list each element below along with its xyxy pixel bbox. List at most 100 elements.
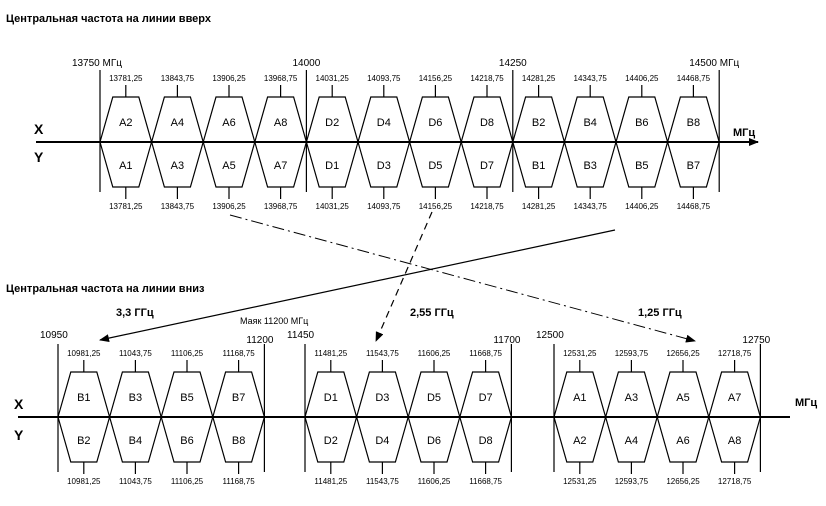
x-channel-label: D4 [377,117,391,129]
beacon-label: Маяк 11200 МГц [240,316,308,326]
x-channel-label: D3 [375,392,389,404]
y-channel-label: A8 [728,435,741,447]
y-channel-label: B8 [232,435,245,447]
downlink-unit-label: МГц [795,397,817,409]
y-center-frequency: 11106,25 [171,477,204,486]
y-channel-label: A7 [274,160,287,172]
x-channel-label: D2 [325,117,339,129]
x-channel-label: D5 [427,392,441,404]
y-channel-label: D8 [479,435,493,447]
downlink-x-polarization-label: X [14,396,24,412]
x-center-frequency: 14281,25 [522,74,556,83]
y-channel-label: B2 [77,435,90,447]
y-center-frequency: 14281,25 [522,202,556,211]
downlink-title: Центральная частота на линии вниз [6,283,205,295]
y-center-frequency: 14218,75 [470,202,504,211]
x-channel-label: D7 [479,392,493,404]
y-center-frequency: 13968,75 [264,202,298,211]
x-channel-label: A8 [274,117,287,129]
x-center-frequency: 13781,25 [109,74,143,83]
downlink-band-edge-label: 11700 [493,335,521,346]
x-center-frequency: 11668,75 [469,349,502,358]
y-center-frequency: 11481,25 [314,477,347,486]
y-channel-label: A4 [625,435,638,447]
y-center-frequency: 13906,25 [212,202,246,211]
x-center-frequency: 14156,25 [419,74,453,83]
x-channel-label: B4 [583,117,596,129]
y-channel-label: D7 [480,160,494,172]
x-center-frequency: 10981,25 [67,349,101,358]
y-channel-label: A5 [222,160,235,172]
x-channel-label: B3 [129,392,142,404]
y-center-frequency: 11543,75 [366,477,399,486]
d-translation-arrow [375,211,433,342]
y-center-frequency: 14031,25 [316,202,350,211]
x-center-frequency: 14031,25 [316,74,350,83]
y-center-frequency: 11043,75 [119,477,152,486]
x-channel-label: B2 [532,117,545,129]
y-channel-label: D4 [375,435,389,447]
x-channel-label: B7 [232,392,245,404]
y-channel-label: D3 [377,160,391,172]
x-channel-label: A3 [625,392,638,404]
y-center-frequency: 12656,25 [666,477,700,486]
downlink-band-edge-label: 12500 [536,330,564,341]
x-center-frequency: 12593,75 [615,349,649,358]
x-center-frequency: 11481,25 [314,349,347,358]
y-center-frequency: 12718,75 [718,477,752,486]
x-channel-label: B8 [687,117,700,129]
b-translation-arrow [99,229,616,343]
x-center-frequency: 13968,75 [264,74,298,83]
y-center-frequency: 14093,75 [367,202,401,211]
x-channel-label: B1 [77,392,90,404]
x-center-frequency: 11043,75 [119,349,152,358]
x-channel-label: B5 [180,392,193,404]
y-channel-label: A6 [676,435,689,447]
a-translation-arrow [229,214,696,343]
x-channel-label: D6 [428,117,442,129]
x-channel-label: A1 [573,392,586,404]
y-channel-label: A3 [171,160,184,172]
b-offset-label: 3,3 ГГц [116,307,154,319]
y-channel-label: A1 [119,160,132,172]
downlink-band-edge-label: 12750 [742,335,770,346]
x-center-frequency: 14218,75 [470,74,504,83]
y-channel-label: B5 [635,160,648,172]
x-channel-label: A2 [119,117,132,129]
x-center-frequency: 11106,25 [171,349,204,358]
y-channel-label: A2 [573,435,586,447]
x-channel-label: A5 [676,392,689,404]
y-channel-label: B6 [180,435,193,447]
x-channel-label: A6 [222,117,235,129]
uplink-band-edge-label: 13750 МГц [72,58,122,69]
y-center-frequency: 11168,75 [223,477,256,486]
y-center-frequency: 14156,25 [419,202,453,211]
downlink-y-polarization-label: Y [14,427,24,443]
x-center-frequency: 13843,75 [161,74,195,83]
y-center-frequency: 13843,75 [161,202,195,211]
uplink-unit-label: МГц [733,127,755,139]
y-center-frequency: 14343,75 [574,202,608,211]
x-center-frequency: 13906,25 [212,74,246,83]
x-channel-label: D1 [324,392,338,404]
y-center-frequency: 12593,75 [615,477,649,486]
y-channel-label: D2 [324,435,338,447]
y-channel-label: B4 [129,435,142,447]
y-center-frequency: 12531,25 [563,477,597,486]
y-center-frequency: 10981,25 [67,477,101,486]
x-channel-label: D8 [480,117,494,129]
y-center-frequency: 14468,75 [677,202,711,211]
x-center-frequency: 11606,25 [418,349,451,358]
uplink-band-edge-label: 14000 [292,58,320,69]
y-channel-label: D1 [325,160,339,172]
uplink-band-edge-label: 14500 МГц [689,58,739,69]
x-center-frequency: 12718,75 [718,349,752,358]
x-channel-label: A7 [728,392,741,404]
uplink-x-polarization-label: X [34,121,44,137]
x-center-frequency: 14406,25 [625,74,659,83]
x-center-frequency: 14468,75 [677,74,711,83]
y-center-frequency: 11606,25 [418,477,451,486]
y-channel-label: D6 [427,435,441,447]
uplink-title: Центральная частота на линии вверх [6,13,212,25]
